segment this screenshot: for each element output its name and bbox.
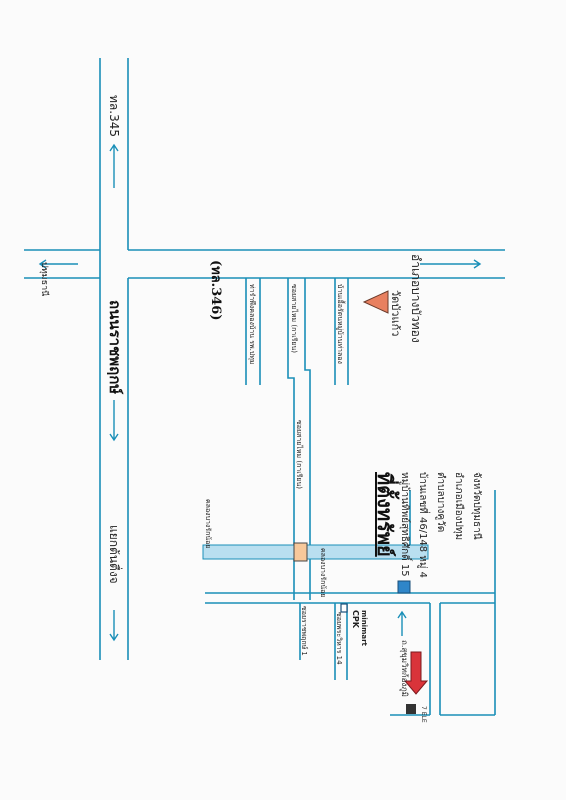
soi-kaarian-left (287, 278, 295, 600)
main-road-label: ถนนราชพฤกษ์ (106, 300, 124, 395)
soi-right-label: บ้านเอื้อรัตนหมู่บ้านท่าลอง (336, 284, 347, 364)
address-line-2: บ้านเลขที่ 46/148 หมู่ 4 (417, 472, 431, 578)
address-line-3: ตำบลบางคูวัด (435, 472, 446, 532)
to-pathum-label: ปทุมธานี (39, 262, 50, 296)
bridge (293, 542, 308, 562)
junction-label: แยกต้นตื่งจ (107, 525, 123, 584)
cpk-label: CPK (351, 610, 360, 629)
property-title: ที่ตั้งทรัพย์ (373, 472, 400, 557)
address-line-4: อำเภอเมืองปทุม (453, 472, 465, 540)
address-line-5: จังหวัดปทุมธานี (471, 472, 483, 540)
soi-kaarian-right (304, 278, 311, 600)
canal-band (202, 544, 429, 560)
bottom-soi-1-label: ซอยราชพฤกษ์ 1 (300, 606, 308, 656)
temple-icon (362, 290, 389, 314)
bottom-soi-2-label: ซอยพระวิหาร 14 (335, 612, 343, 665)
arrow-up-route345 (109, 143, 119, 188)
school-soi-label: ท่ารำพึงคลองบ้าน รพ.ปทุม (248, 284, 257, 365)
route-346-label: (ทล.346) (208, 260, 223, 321)
temple-label: วัดบัวแก้ว (389, 290, 402, 336)
seven-eleven-label: 7 ELE (420, 706, 427, 723)
property-marker (397, 580, 411, 594)
arrow-right-bangbuathong (420, 259, 482, 269)
arrow-down-main (109, 400, 119, 442)
arrow-up-bottom-road (397, 610, 407, 636)
arrow-left-pathum (38, 259, 78, 269)
bottom-road-label: ถ.สุขุมวิทก้องภูมิ (399, 640, 409, 697)
to-bangbuathong-label: อำเภอบางบัวทอง (409, 254, 423, 343)
soi-kaarian-upper-label: ซอยสายไหม (กาเรียน) (290, 284, 299, 353)
canal-left-label: คลองบางรักน้อย (204, 499, 212, 548)
red-direction-arrow (403, 651, 429, 695)
canal-right-label: คลองบางรักน้อย (319, 548, 327, 597)
minimart-label: minimart (360, 610, 368, 647)
cpk-icon (340, 603, 348, 613)
arrow-down-main2 (109, 610, 119, 642)
soi-kaarian-lower-label: ซอยสายไหม (กาเรียน) (295, 420, 304, 489)
address-line-1: หมู่บ้านทิพย์สุทธิศักดิ์ 15 (399, 472, 413, 577)
route-345-label: ทล.345 (107, 95, 121, 137)
seven-eleven-icon (406, 704, 416, 714)
